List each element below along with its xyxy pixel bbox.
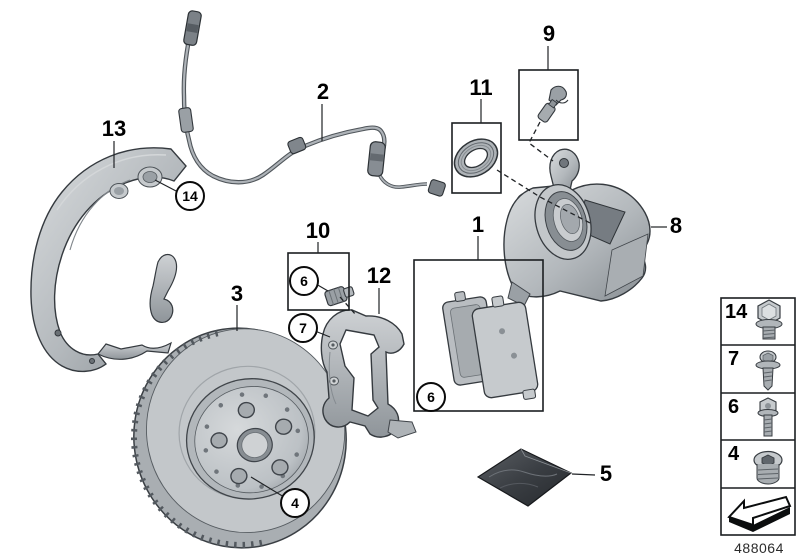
callout-11-seal[interactable]: 11 — [469, 75, 493, 100]
guide-bushing — [324, 286, 355, 307]
cable-clip — [287, 136, 307, 155]
circled-callout-6-pad-bolt[interactable]: 6 — [416, 382, 446, 412]
long-bolt-icon — [757, 397, 779, 437]
direction-arrow-icon — [727, 495, 792, 532]
legend-row-14[interactable]: 14 — [725, 301, 748, 323]
callout-2-sensor[interactable]: 2 — [316, 79, 330, 104]
callout-3-disc[interactable]: 3 — [230, 281, 244, 306]
caliper-carrier — [320, 309, 417, 439]
box-seal — [451, 122, 502, 194]
brake-pads — [442, 291, 539, 400]
brake-disc — [130, 327, 347, 549]
circled-callout-7-carrier-bolt[interactable]: 7 — [288, 313, 318, 343]
callout-9-bleeder[interactable]: 9 — [542, 21, 556, 46]
sensor-connector — [183, 10, 202, 46]
sensor-plug — [427, 179, 446, 197]
dashed-leaders — [339, 121, 593, 316]
callout-13-shield[interactable]: 13 — [101, 116, 127, 141]
callout-12-carrier[interactable]: 12 — [366, 263, 392, 288]
brake-caliper — [503, 148, 651, 307]
flange-bolt-icon — [755, 299, 783, 340]
callout-5-grease[interactable]: 5 — [599, 461, 613, 486]
legend-row-4[interactable]: 4 — [728, 443, 740, 465]
legend-row-7[interactable]: 7 — [728, 348, 740, 370]
grease-packet — [476, 448, 573, 507]
circled-callout-14-shield-bolt[interactable]: 14 — [175, 181, 205, 211]
fastener-legend — [720, 297, 796, 536]
leader-lines — [113, 46, 667, 498]
circled-callout-6-guide-bolt[interactable]: 6 — [289, 266, 319, 296]
sensor-body — [367, 141, 386, 177]
legend-row-6[interactable]: 6 — [728, 396, 740, 418]
document-number: 488064 — [734, 540, 784, 556]
piston-seal — [453, 138, 499, 178]
callout-8-caliper[interactable]: 8 — [669, 213, 683, 238]
bleeder-valve — [537, 85, 569, 123]
wear-sensor — [178, 10, 446, 197]
washer-screw-icon — [755, 350, 781, 391]
cable-ferrule — [178, 107, 194, 133]
socket-plug-icon — [753, 450, 783, 485]
splash-shield — [30, 147, 187, 373]
callout-10-guide-kit[interactable]: 10 — [305, 218, 331, 243]
callout-1-pads[interactable]: 1 — [471, 212, 485, 237]
circled-callout-4-disc-screw[interactable]: 4 — [280, 488, 310, 518]
